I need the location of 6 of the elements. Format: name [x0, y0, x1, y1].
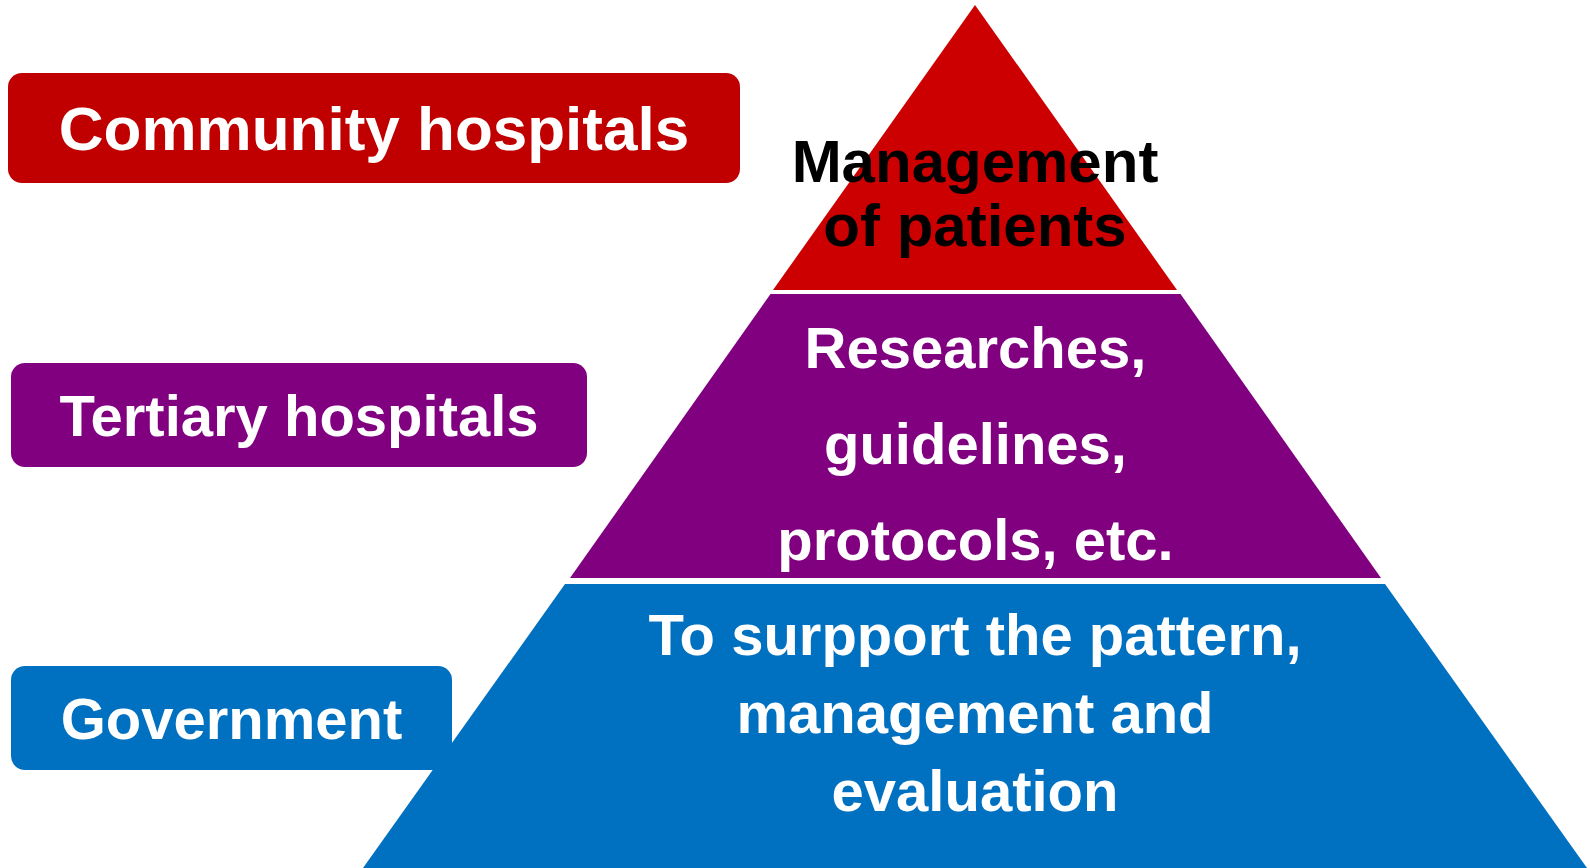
- category-label: Tertiary hospitals: [11, 363, 587, 467]
- category-label: Community hospitals: [8, 73, 740, 183]
- category-label: Government: [11, 666, 452, 770]
- tier-text: To surpport the pattern, management and evaluation: [647, 601, 1303, 825]
- tier-text: Researches, guidelines, protocols, etc.: [776, 314, 1175, 574]
- pyramid-tier: [570, 294, 1381, 578]
